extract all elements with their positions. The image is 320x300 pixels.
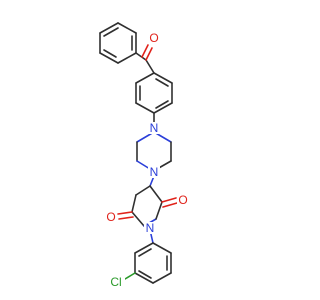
n-imide-bg xyxy=(144,222,156,234)
oxygen-imide-left-label: O xyxy=(106,210,115,224)
cl-bg xyxy=(107,276,125,288)
ketone-group xyxy=(135,44,155,74)
atom-labels: O N N O O N Cl xyxy=(105,31,189,289)
chlorine-label: Cl xyxy=(110,275,121,289)
oxygen-imide-right-label: O xyxy=(178,193,187,207)
o-imide-left-bg xyxy=(105,211,117,223)
nitrogen-piperazine-bottom-label: N xyxy=(150,165,159,179)
chlorophenyl-ring xyxy=(124,242,172,284)
o-ketone-bg xyxy=(148,31,160,43)
n-top-bg xyxy=(148,122,160,134)
central-phenyl-ring xyxy=(135,72,173,125)
n-bottom-bg xyxy=(148,166,160,178)
oxygen-ketone-label: O xyxy=(149,31,158,45)
succinimide-ring xyxy=(117,185,178,244)
o-imide-right-bg xyxy=(177,194,189,206)
benzoyl-phenyl-ring xyxy=(99,22,137,64)
nitrogen-imide-label: N xyxy=(146,221,155,235)
molecule-structure-diagram: O N N O O N Cl xyxy=(99,22,189,289)
nitrogen-piperazine-top-label: N xyxy=(150,121,159,135)
